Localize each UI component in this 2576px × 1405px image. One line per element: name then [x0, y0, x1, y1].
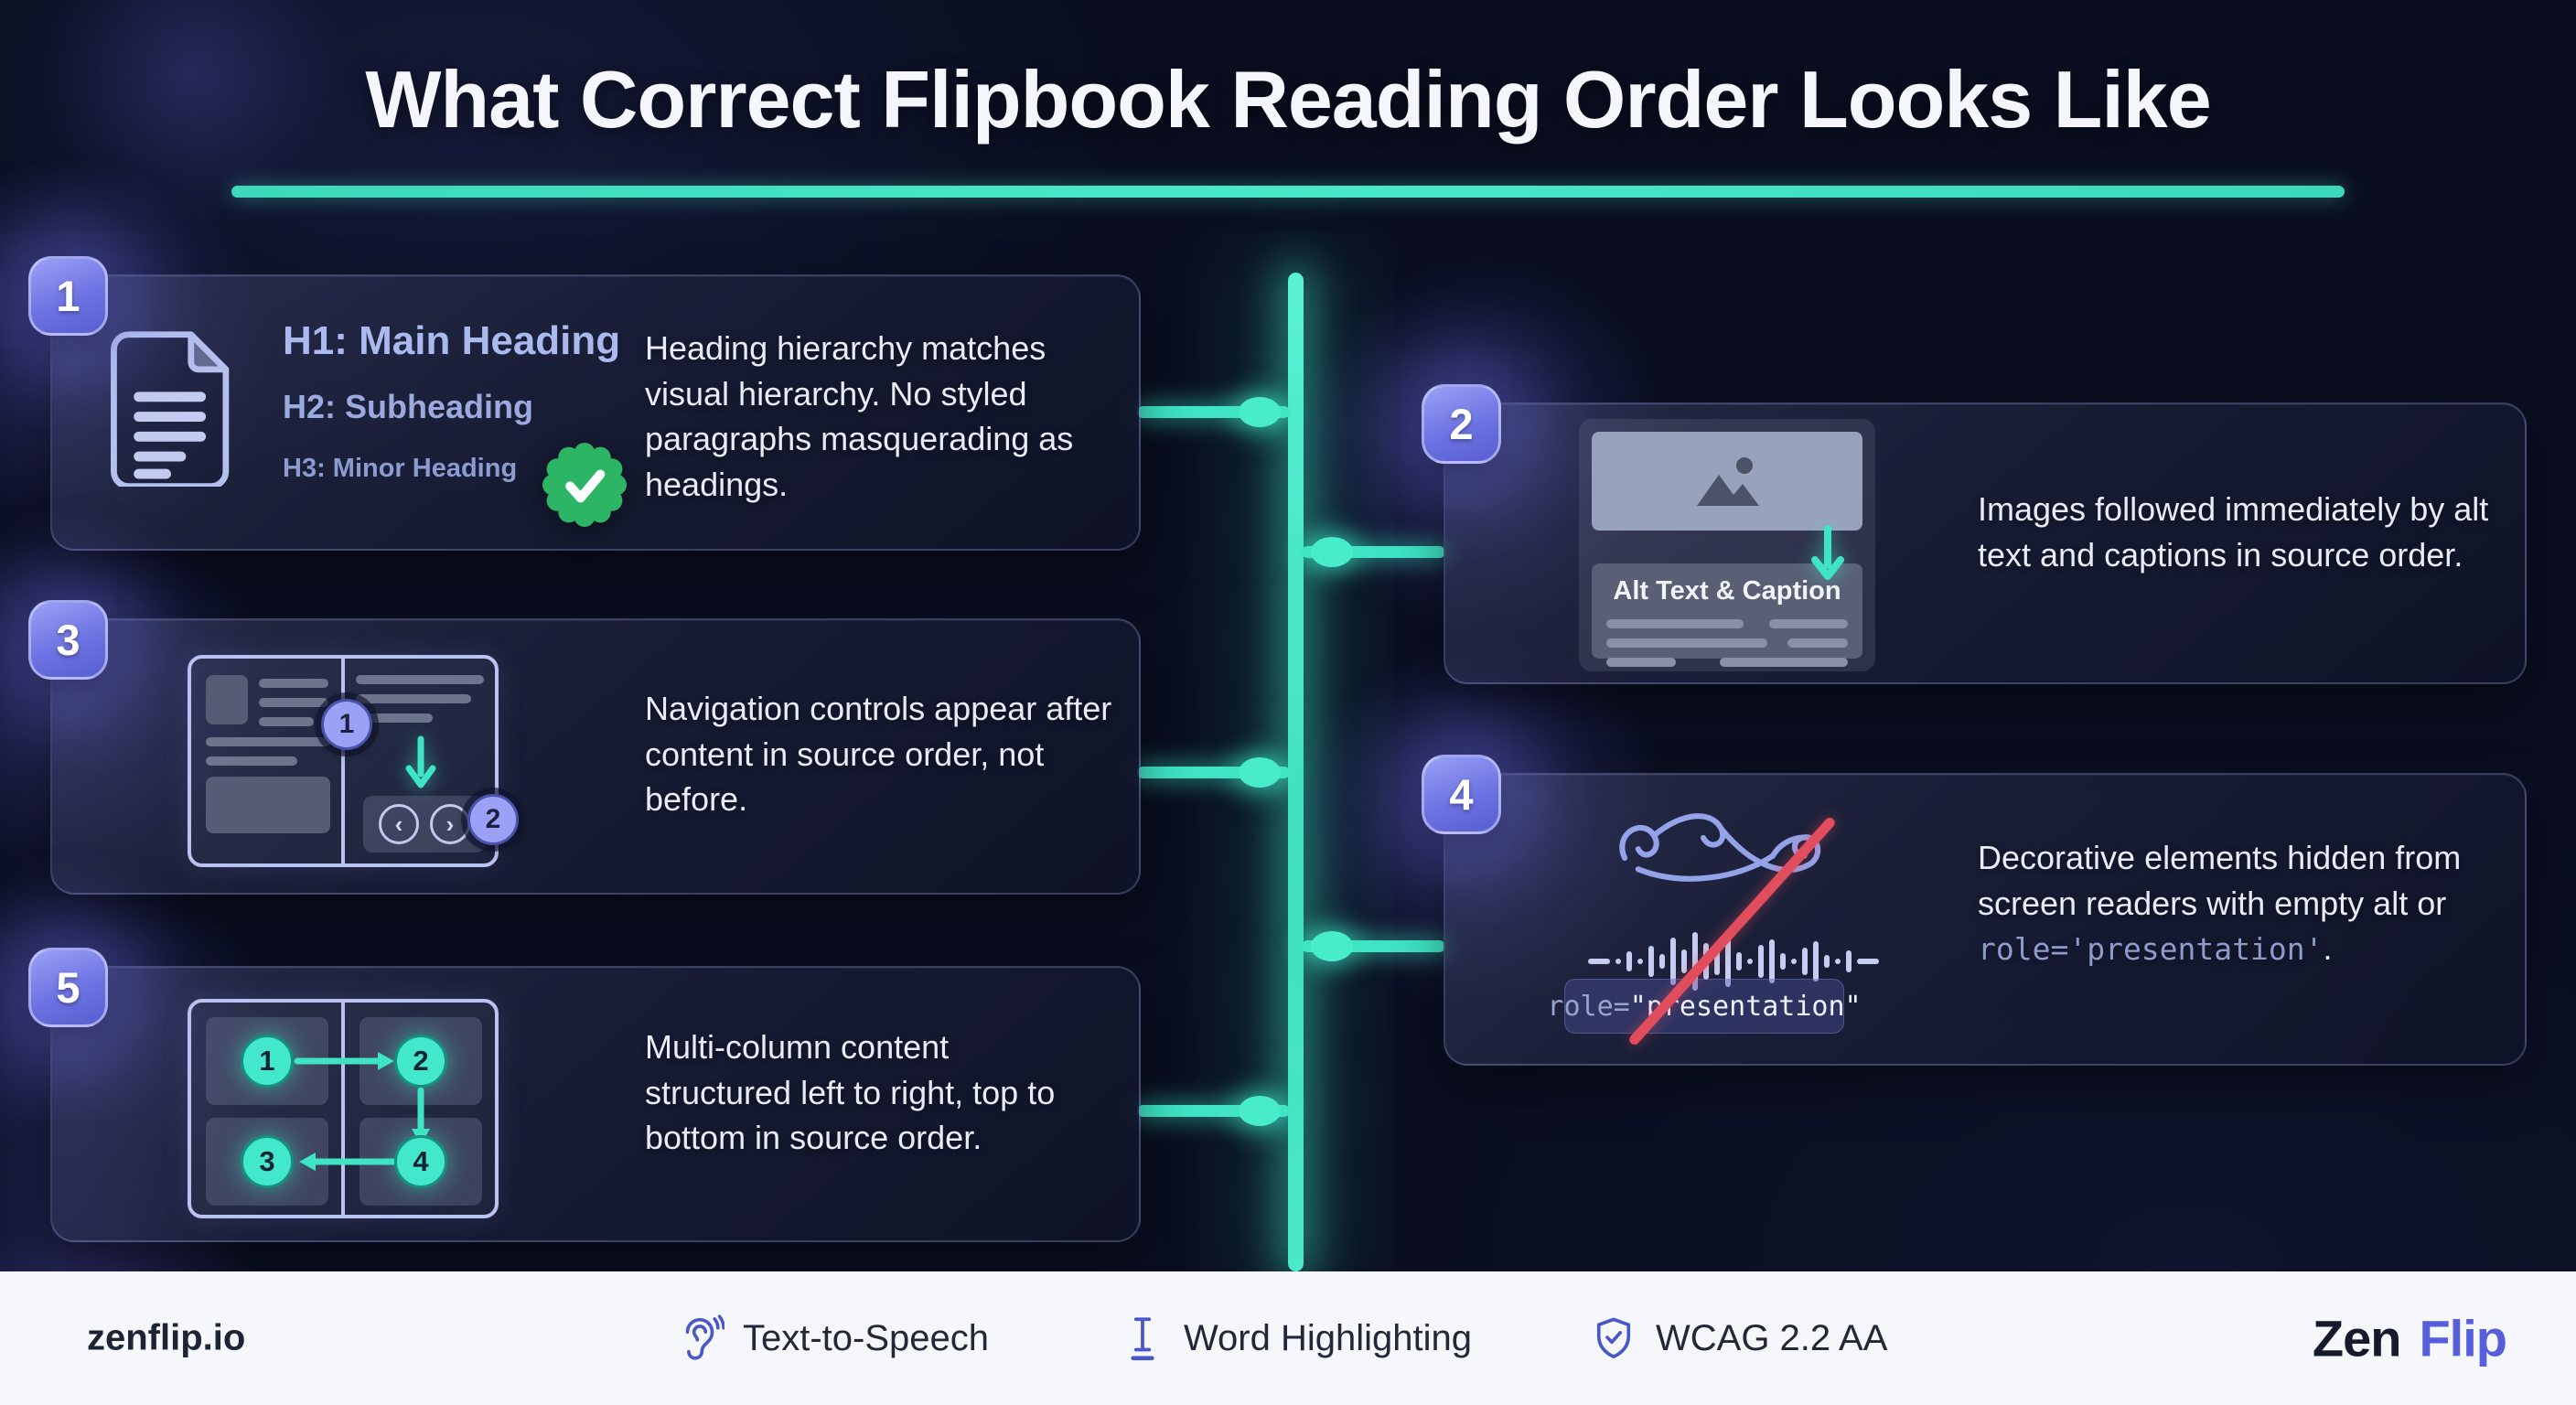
timeline-node — [1239, 1096, 1281, 1126]
order-step-1: 1 — [241, 1035, 294, 1088]
text-line — [1606, 638, 1767, 648]
spread-spine-divider — [341, 1003, 345, 1215]
text-line — [259, 717, 314, 726]
h1-demo-text: H1: Main Heading — [283, 318, 621, 363]
step-description: Decorative elements hidden from screen r… — [1978, 835, 2536, 971]
spread-right-page: ‹ › — [343, 659, 495, 863]
caption-text-lines — [1606, 619, 1848, 667]
brand-second: Flip — [2419, 1309, 2507, 1367]
site-url: zenflip.io — [87, 1317, 246, 1358]
title-underline — [231, 186, 2345, 198]
chip-attribute: role= — [1547, 990, 1630, 1023]
order-step-3: 3 — [241, 1135, 294, 1188]
next-page-icon: › — [430, 804, 470, 844]
connector-step1 — [1137, 397, 1290, 427]
caption-label: Alt Text & Caption — [1613, 576, 1841, 606]
feature-label: Text-to-Speech — [743, 1317, 990, 1358]
text-line — [206, 737, 330, 746]
text-line — [1606, 658, 1676, 667]
step-description: Multi-column content structured left to … — [645, 1028, 1056, 1157]
content-block — [206, 777, 330, 833]
feature-label: WCAG 2.2 AA — [1656, 1317, 1888, 1358]
image-icon — [1697, 457, 1759, 506]
decorative-illustration — [1583, 793, 1884, 1047]
text-line — [1769, 619, 1848, 628]
text-line — [1720, 658, 1848, 667]
step-description: Heading hierarchy matches visual hierarc… — [645, 329, 1074, 504]
text-line — [1606, 619, 1744, 628]
feature-text-to-speech: Text-to-Speech — [675, 1314, 989, 1363]
connector-step4 — [1302, 931, 1445, 961]
verified-check-icon — [542, 443, 627, 527]
flourish-ornament-icon — [1619, 813, 1821, 882]
text-line — [356, 713, 433, 723]
step-description: Images followed immediately by alt text … — [1978, 490, 2489, 574]
flipbook-spread-illustration: ‹ › 1 2 — [188, 655, 519, 867]
feature-word-highlighting: Word Highlighting — [1120, 1314, 1472, 1363]
brand-logo: Zen Flip — [2312, 1309, 2507, 1368]
h2-demo-text: H2: Subheading — [283, 388, 534, 425]
step-number-badge: 2 — [1422, 384, 1501, 464]
ear-icon — [685, 1314, 724, 1360]
timeline-node — [1311, 537, 1353, 567]
spread-spine-divider — [341, 659, 345, 863]
caption-box: Alt Text & Caption — [1592, 563, 1862, 667]
step-card-decorative: 4 role="presentation" Decorative element… — [1422, 755, 2527, 1066]
text-line — [259, 698, 328, 707]
step-card-images: 2 Alt Text & Caption Images — [1422, 384, 2527, 684]
text-line — [356, 694, 471, 703]
text-line — [259, 679, 328, 688]
text-line — [206, 756, 297, 766]
description-text: Decorative elements hidden from screen r… — [1978, 839, 2462, 922]
feature-wcag: WCAG 2.2 AA — [1590, 1314, 1887, 1363]
step-description: Navigation controls appear after content… — [645, 690, 1112, 819]
timeline-spine — [1288, 273, 1304, 1271]
text-cursor-icon — [1131, 1317, 1154, 1361]
step-card-headings: 1 H1: Main Heading H2: Subheading H3: Mi… — [28, 256, 1141, 551]
brand-first: Zen — [2312, 1309, 2402, 1367]
timeline-node — [1239, 757, 1281, 788]
content-block — [206, 675, 248, 724]
reading-order-arrows — [294, 1052, 430, 1171]
shield-check-icon — [1596, 1317, 1631, 1358]
description-code: role='presentation' — [1978, 931, 2324, 968]
timeline-node — [1239, 397, 1281, 427]
image-placeholder — [1592, 432, 1862, 531]
connector-step5 — [1137, 1096, 1290, 1126]
text-line — [356, 675, 484, 684]
flow-down-arrow-icon — [405, 735, 436, 788]
heading-hierarchy-demo: H1: Main Heading H2: Subheading H3: Mino… — [283, 318, 620, 484]
order-marker-nav: 2 — [467, 794, 519, 845]
connector-step2 — [1302, 537, 1445, 567]
step-card-multicolumn: 5 1 2 3 4 Multi-column content structure… — [28, 948, 1141, 1242]
text-line — [1787, 638, 1848, 648]
flow-down-arrow-icon — [1811, 525, 1844, 580]
nav-controls-strip: ‹ › — [363, 796, 486, 853]
step-number-badge: 3 — [28, 600, 108, 680]
step-number-badge: 4 — [1422, 755, 1501, 834]
step-number-badge: 5 — [28, 948, 108, 1027]
order-step-4: 4 — [394, 1135, 447, 1188]
timeline-node — [1311, 931, 1353, 961]
page-title: What Correct Flipbook Reading Order Look… — [365, 54, 2211, 145]
description-period: . — [2323, 929, 2333, 968]
step-card-navigation: 3 — [28, 600, 1141, 895]
order-step-2: 2 — [394, 1035, 447, 1088]
document-icon — [111, 331, 230, 487]
step-number-badge: 1 — [28, 256, 108, 336]
footer-bar: zenflip.io Text-to-Speech Word Highlight… — [0, 1271, 2576, 1405]
multicolumn-spread-illustration: 1 2 3 4 — [188, 999, 499, 1218]
connector-step3 — [1137, 757, 1290, 788]
role-presentation-chip: role="presentation" — [1547, 979, 1862, 1034]
order-marker-content: 1 — [321, 699, 372, 750]
image-caption-illustration: Alt Text & Caption — [1579, 419, 1875, 671]
feature-label: Word Highlighting — [1184, 1317, 1472, 1358]
h3-demo-text: H3: Minor Heading — [283, 454, 518, 483]
prev-page-icon: ‹ — [379, 804, 419, 844]
spread-left-page — [191, 659, 343, 863]
